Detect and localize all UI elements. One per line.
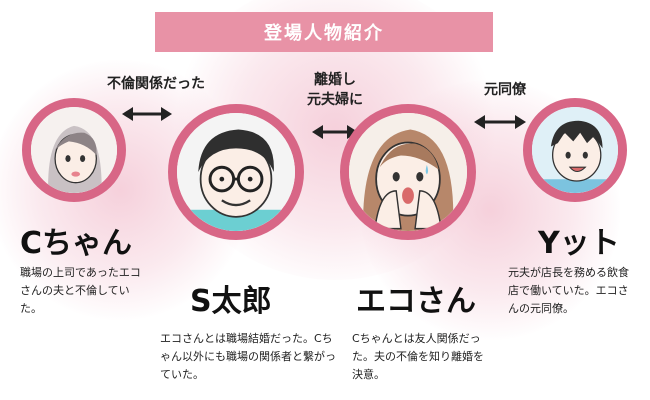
double-arrow-icon	[122, 107, 172, 121]
portrait-yutto	[523, 98, 627, 202]
portrait-yutto-illustration	[532, 107, 618, 193]
relation-label-c-s: 不倫関係だった	[107, 76, 205, 92]
relation-label-e-y: 元同僚	[484, 82, 526, 98]
character-description-eko-san: Cちゃんとは友人関係だった。夫の不倫を知り離婚を決意。	[352, 332, 484, 381]
portrait-c-chan	[22, 98, 126, 202]
portrait-s-taro	[168, 104, 304, 240]
relation-label-s-e-line1: 離婚し	[314, 72, 356, 88]
character-description-s-taro: エコさんとは職場結婚だった。Cちゃん以外にも職場の関係者と繋がっていた。	[160, 332, 336, 381]
character-name-s-taro: S太郎	[190, 284, 272, 319]
page-title: 登場人物紹介	[155, 12, 493, 52]
portrait-s-taro-illustration	[177, 113, 295, 231]
double-arrow-icon	[474, 115, 526, 129]
character-name-eko-san: エコさん	[356, 284, 476, 319]
portrait-eko-san	[340, 104, 476, 240]
relation-label-s-e: 離婚し 元夫婦に	[290, 70, 380, 110]
relation-label-s-e-line2: 元夫婦に	[307, 92, 363, 108]
character-name-yutto: Yット	[538, 226, 620, 261]
character-name-c-chan: Cちゃん	[20, 226, 133, 261]
character-description-yutto: 元夫が店長を務める飲食店で働いていた。エコさんの元同僚。	[508, 266, 629, 315]
portrait-c-chan-illustration	[31, 107, 117, 193]
character-description-c-chan: 職場の上司であったエコさんの夫と不倫していた。	[20, 266, 141, 315]
portrait-eko-san-illustration	[349, 113, 467, 231]
